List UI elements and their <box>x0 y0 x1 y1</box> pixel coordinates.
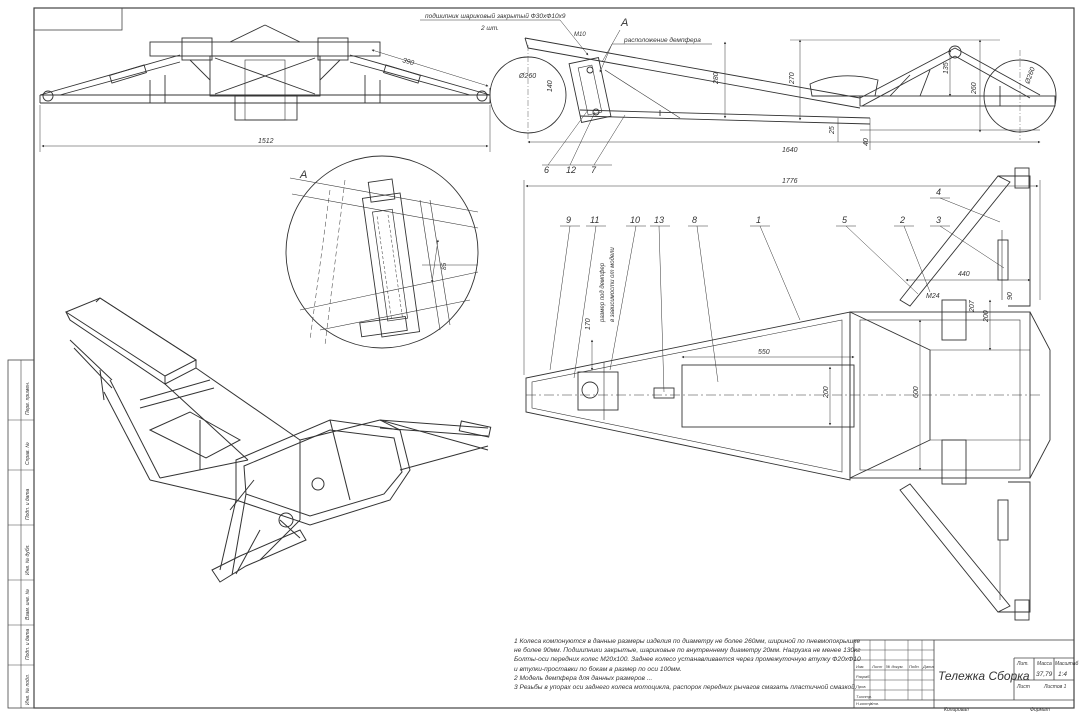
pos-6: 6 <box>544 165 549 175</box>
title-block <box>853 639 1075 709</box>
pos-1: 1 <box>756 215 761 225</box>
side-stamp-labels: Перв. примен. Справ. № Подп. и дата Инв.… <box>25 382 31 705</box>
pos-4: 4 <box>936 187 941 197</box>
stamp-podp1: Подп. и дата <box>25 488 31 520</box>
row-razrab: Разраб. <box>856 674 870 679</box>
top-view-labels: 1776 550 200 600 440 200 207 90 170 М24 … <box>566 178 1014 399</box>
dim-135: 135 <box>943 62 950 74</box>
view-a-top-label: A <box>620 17 628 29</box>
label-d260-left: Ø260 <box>518 73 536 80</box>
detail-view-labels: A 85 <box>299 169 448 270</box>
damper-size-1: размер под демпфер <box>600 262 606 323</box>
dim-260: 260 <box>971 82 978 95</box>
dim-200b: 200 <box>983 310 990 323</box>
pos-8: 8 <box>692 215 697 225</box>
scale-value: 1:4 <box>1058 671 1067 678</box>
note-line: Болты-оси передних колес М20х100. Заднее… <box>514 656 861 664</box>
label-m24: М24 <box>926 293 940 300</box>
pos-13: 13 <box>654 215 664 225</box>
lit-label: Лит. <box>1016 661 1029 667</box>
detail-view-a <box>285 155 479 349</box>
dim-1512: 1512 <box>258 138 274 145</box>
dim-1640: 1640 <box>782 147 798 154</box>
pos-5: 5 <box>842 215 848 225</box>
note-line: 3 Резьбы в упорах оси заднего колеса мот… <box>514 684 857 692</box>
stamp-perv: Перв. примен. <box>25 382 31 415</box>
copied-label: Копировал <box>944 707 969 713</box>
drawing-title: Тележка Сборка <box>938 669 1030 683</box>
row-prov: Пров. <box>856 684 867 689</box>
pos-10: 10 <box>630 215 640 225</box>
sheet-label: Лист <box>1016 684 1030 690</box>
pos-12: 12 <box>566 165 576 175</box>
stamp-podp2: Подп. и дата <box>25 628 31 660</box>
row-utv: Утв. <box>870 701 879 706</box>
dim-550: 550 <box>758 349 770 356</box>
bearing-qty: 2 шт. <box>480 25 499 32</box>
note-line: 2 Модель демпфера для данных размеров ..… <box>514 674 653 682</box>
row-tkontr: Т.контр. <box>856 694 872 699</box>
view-a-detail-label: A <box>299 169 307 181</box>
isometric-view <box>64 297 492 583</box>
mass-value: 37,79 <box>1036 671 1053 678</box>
dim-200: 200 <box>823 386 830 399</box>
dim-170: 170 <box>585 318 592 330</box>
pos-9: 9 <box>566 215 571 225</box>
front-view-labels: 1512 390 подшипник шариковый закрытый Ф3… <box>258 12 628 145</box>
stamp-podl: Инв. № подл. <box>25 674 31 705</box>
label-m10: М10 <box>574 32 586 38</box>
note-line: 1 Колеса компонуются в данные размеры из… <box>514 638 861 645</box>
title-block-text: Тележка Сборка Лит. Масса Масштаб 37,79 … <box>856 661 1079 713</box>
dim-600: 600 <box>913 386 920 398</box>
dim-1776: 1776 <box>782 178 798 185</box>
mass-label: Масса <box>1037 661 1052 667</box>
col-izm: Изм. <box>856 664 865 669</box>
note-line: и втулки-проставки по бокам в размер по … <box>514 665 682 673</box>
dim-390: 390 <box>401 57 414 67</box>
dim-440: 440 <box>958 271 970 278</box>
row-nkontr: Н.контр. <box>856 701 873 706</box>
dim-140: 140 <box>547 80 554 92</box>
col-date: Дата <box>922 664 934 669</box>
bearing-note: подшипник шариковый закрытый Ф30хФ10х9 <box>425 12 566 20</box>
col-list: Лист <box>871 664 883 669</box>
stamp-vzam: Взам. инв. № <box>25 588 31 620</box>
dim-280: 280 <box>713 72 720 85</box>
top-view <box>523 167 1051 621</box>
dim-85: 85 <box>441 262 448 270</box>
side-view-labels: Ø260 Ø260 М10 расположение демпфера 1640… <box>518 32 1037 175</box>
pos-11: 11 <box>590 215 599 225</box>
dim-207: 207 <box>969 299 976 313</box>
col-doc: № докум. <box>886 664 904 669</box>
pos-3: 3 <box>936 215 941 225</box>
note-line: не более 90мм. Подшипники закрытые, шари… <box>514 647 861 655</box>
dim-270: 270 <box>789 72 796 85</box>
label-d260-right: Ø260 <box>1024 66 1037 86</box>
sheets-label: Листов 1 <box>1043 684 1067 690</box>
stamp-sprav: Справ. № <box>25 442 31 465</box>
damper-location: расположение демпфера <box>623 36 701 44</box>
dim-25: 25 <box>829 126 836 135</box>
side-view <box>489 29 1057 166</box>
pos-7: 7 <box>591 165 597 175</box>
format-label: Формат <box>1030 707 1050 713</box>
damper-size-2: в зависимости от модели <box>610 247 616 322</box>
dim-40: 40 <box>863 138 870 146</box>
dim-90: 90 <box>1007 292 1014 300</box>
scale-label: Масштаб <box>1055 661 1079 667</box>
front-view <box>39 24 491 152</box>
col-sign: Подп. <box>909 664 920 669</box>
technical-notes: 1 Колеса компонуются в данные размеры из… <box>514 637 861 692</box>
sheet-frame <box>7 7 1075 709</box>
stamp-dubl: Инв. № дубл. <box>25 544 31 575</box>
pos-2: 2 <box>899 215 905 225</box>
